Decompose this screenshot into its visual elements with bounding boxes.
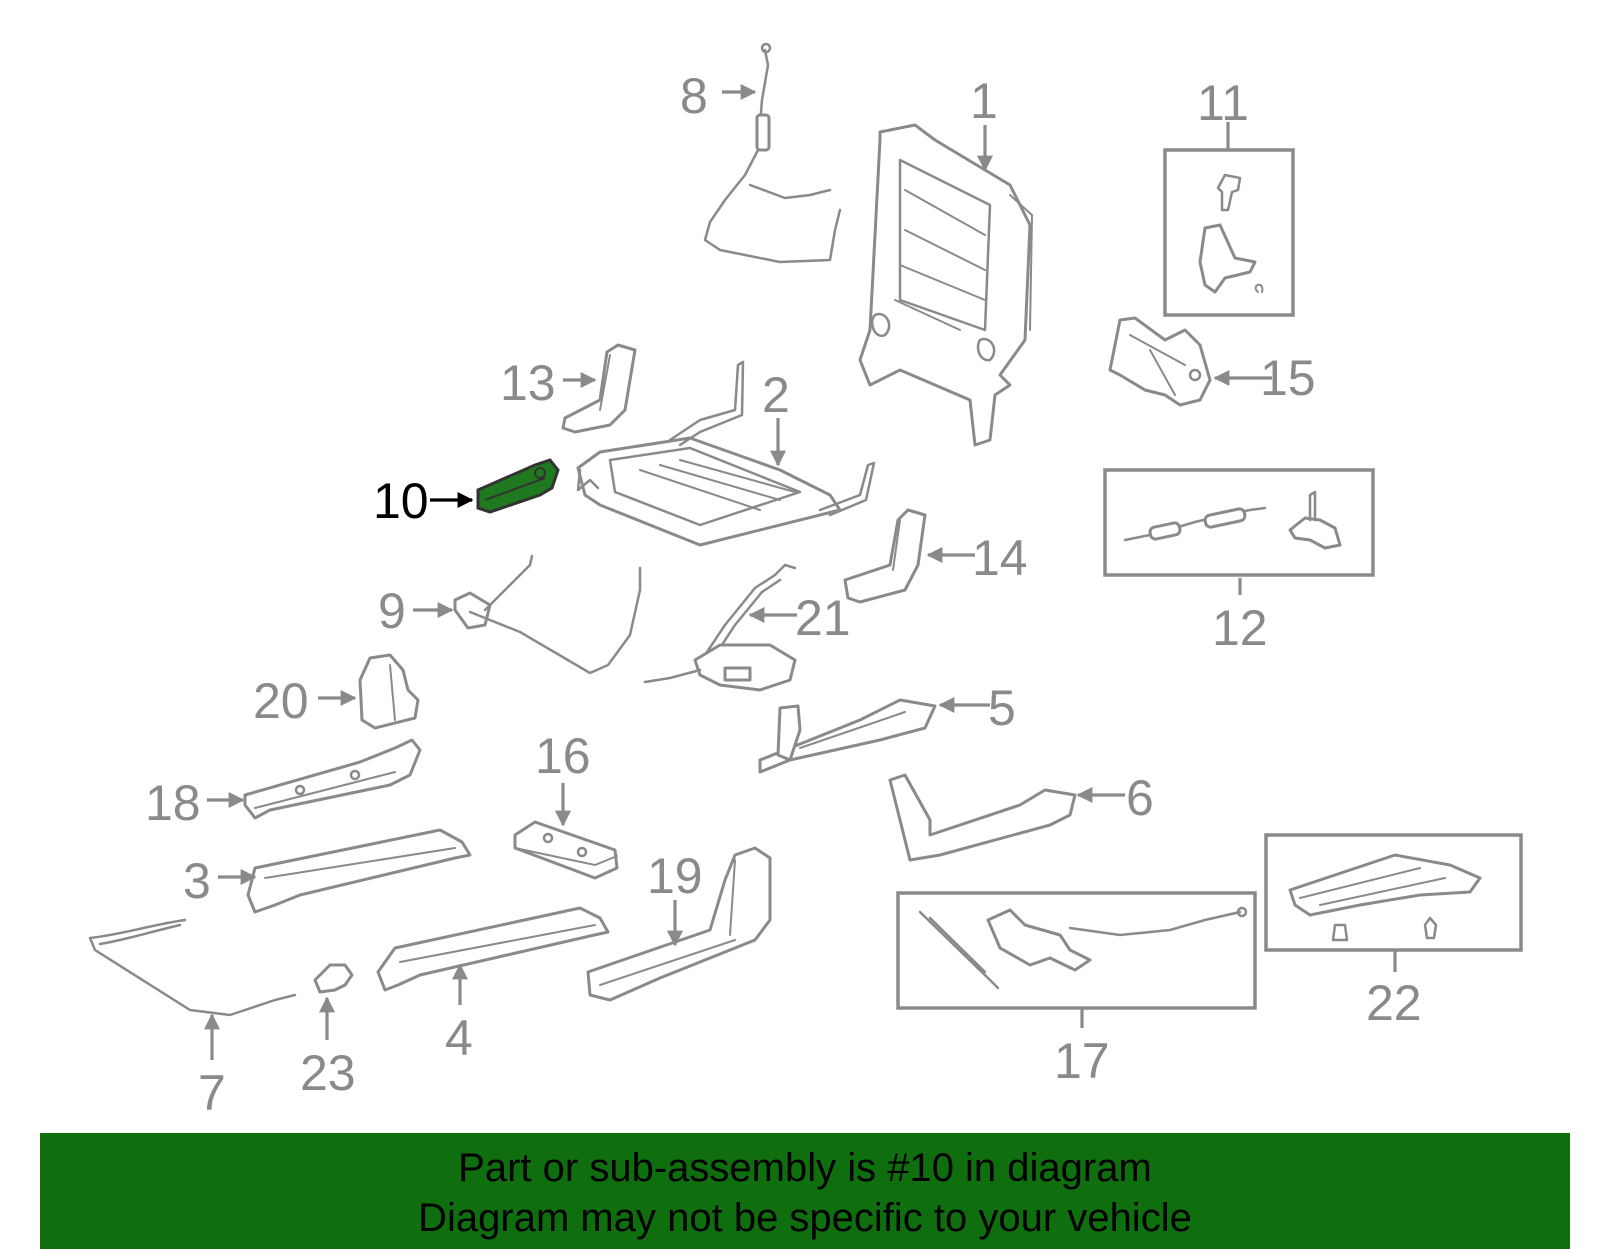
part-15-bracket[interactable] bbox=[1108, 316, 1212, 407]
part-16-pad[interactable] bbox=[513, 820, 619, 880]
callout-labels: 1 2 3 4 5 6 7 8 9 10 11 12 13 14 15 16 1… bbox=[145, 68, 1422, 1121]
label-8: 8 bbox=[680, 68, 708, 124]
part-18-trim[interactable] bbox=[243, 738, 422, 820]
part-13-side-cover[interactable] bbox=[561, 343, 637, 434]
label-14: 14 bbox=[972, 530, 1028, 586]
part-22-box[interactable] bbox=[1264, 833, 1523, 952]
label-7: 7 bbox=[198, 1065, 226, 1121]
label-19: 19 bbox=[647, 848, 703, 904]
label-9: 9 bbox=[378, 583, 406, 639]
banner-line-1: Part or sub-assembly is #10 in diagram bbox=[458, 1146, 1152, 1190]
part-7-wire-frame[interactable] bbox=[88, 918, 297, 1017]
label-11: 11 bbox=[1197, 75, 1249, 131]
part-2-cushion-frame[interactable] bbox=[576, 360, 876, 547]
label-10: 10 bbox=[373, 473, 429, 529]
part-3-rail[interactable] bbox=[246, 828, 472, 914]
part-9-seat-wire[interactable] bbox=[453, 554, 642, 675]
part-8-cable[interactable] bbox=[703, 42, 842, 264]
label-16: 16 bbox=[535, 728, 591, 784]
label-15: 15 bbox=[1260, 350, 1316, 406]
part-14-side-cover[interactable] bbox=[843, 508, 927, 604]
label-6: 6 bbox=[1126, 770, 1154, 826]
part-11-box[interactable] bbox=[1163, 148, 1295, 317]
part-17-box[interactable] bbox=[896, 891, 1257, 1010]
part-20-cap[interactable] bbox=[358, 653, 420, 730]
part-4-lower-rail[interactable] bbox=[376, 906, 610, 992]
label-22: 22 bbox=[1366, 975, 1422, 1031]
info-banner: Part or sub-assembly is #10 in diagram D… bbox=[40, 1133, 1570, 1249]
label-13: 13 bbox=[500, 355, 556, 411]
label-3: 3 bbox=[183, 853, 211, 909]
label-17: 17 bbox=[1054, 1033, 1110, 1089]
label-18: 18 bbox=[145, 775, 201, 831]
part-6-side-trim[interactable] bbox=[888, 773, 1077, 862]
label-12: 12 bbox=[1212, 600, 1268, 656]
banner-line-2: Diagram may not be specific to your vehi… bbox=[418, 1196, 1192, 1240]
part-1-seatback-frame[interactable] bbox=[858, 123, 1034, 447]
leader-lines bbox=[204, 84, 1397, 1060]
label-4: 4 bbox=[445, 1010, 473, 1066]
part-21-cable-assembly[interactable] bbox=[643, 563, 797, 692]
part-23-clip[interactable] bbox=[313, 963, 354, 994]
part-10-highlighted-cover[interactable] bbox=[476, 458, 560, 514]
label-5: 5 bbox=[988, 680, 1016, 736]
label-23: 23 bbox=[300, 1045, 356, 1101]
label-21: 21 bbox=[795, 590, 851, 646]
label-20: 20 bbox=[253, 673, 309, 729]
part-19-side-shield[interactable] bbox=[586, 846, 772, 1002]
part-12-box[interactable] bbox=[1103, 468, 1375, 577]
label-1: 1 bbox=[970, 73, 998, 129]
part-5-track-cover[interactable] bbox=[758, 698, 937, 774]
label-2: 2 bbox=[762, 367, 790, 423]
